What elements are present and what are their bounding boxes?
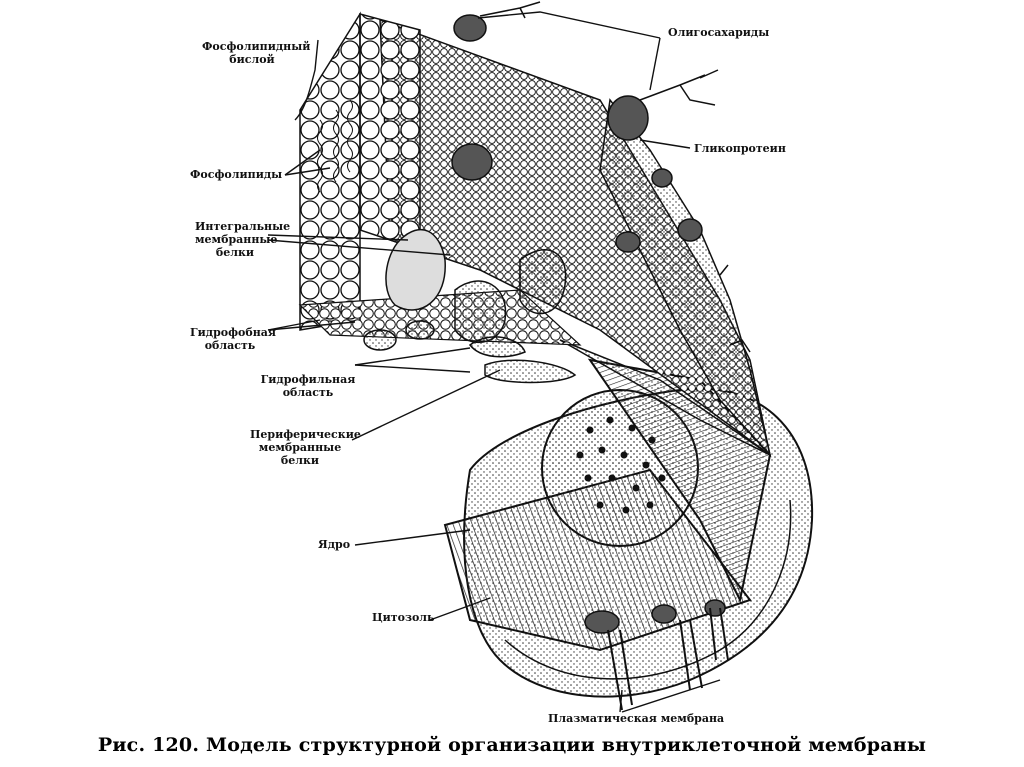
glycoproteins	[451, 14, 726, 634]
label-bilayer-line2: бислой	[229, 53, 275, 66]
figure-caption: Рис. 120. Модель структурной организации…	[97, 734, 927, 756]
leader-lines	[267, 11, 721, 713]
label-integral-line2: мембранные	[195, 233, 278, 246]
label-peripheral-line3: белки	[280, 454, 320, 467]
integral-proteins	[385, 229, 567, 344]
label-hydrophobic-line1: Гидрофобная	[190, 326, 277, 339]
oligosaccharide-branches	[479, 1, 751, 353]
membrane-edge-stipple	[599, 98, 772, 458]
membrane-surface	[379, 18, 772, 457]
label-peripheral-line1: Периферические	[250, 428, 361, 441]
label-integral-line3: белки	[215, 246, 255, 259]
label-phospholipids: Фосфолипиды	[190, 168, 283, 181]
label-integral-line1: Интегральные	[195, 220, 291, 233]
label-hydrophobic: Гидрофобная область	[190, 326, 277, 352]
label-nucleus: Ядро	[318, 538, 351, 551]
label-peripheral-line2: мембранные	[258, 441, 342, 454]
label-bilayer: Фосфолипидный бислой	[202, 40, 311, 66]
label-bilayer-line1: Фосфолипидный	[202, 40, 311, 53]
label-integral-proteins: Интегральные мембранные белки	[195, 220, 291, 259]
label-peripheral-proteins: Периферические мембранные белки	[250, 428, 361, 467]
label-hydrophilic: Гидрофильная область	[258, 373, 358, 399]
label-hydrophobic-line2: область	[204, 339, 256, 352]
label-oligosaccharides: Олигосахариды	[668, 26, 770, 39]
bilayer-block	[298, 11, 582, 346]
label-hydrophilic-line2: область	[282, 386, 334, 399]
peripheral-proteins	[363, 320, 577, 384]
channels	[607, 607, 729, 711]
label-hydrophilic-line1: Гидрофильная	[260, 373, 356, 386]
label-plasma-membrane: Плазматическая мембрана	[548, 712, 725, 725]
label-glycoprotein: Гликопротеин	[694, 142, 786, 155]
label-cytosol: Цитозоль	[372, 611, 435, 624]
